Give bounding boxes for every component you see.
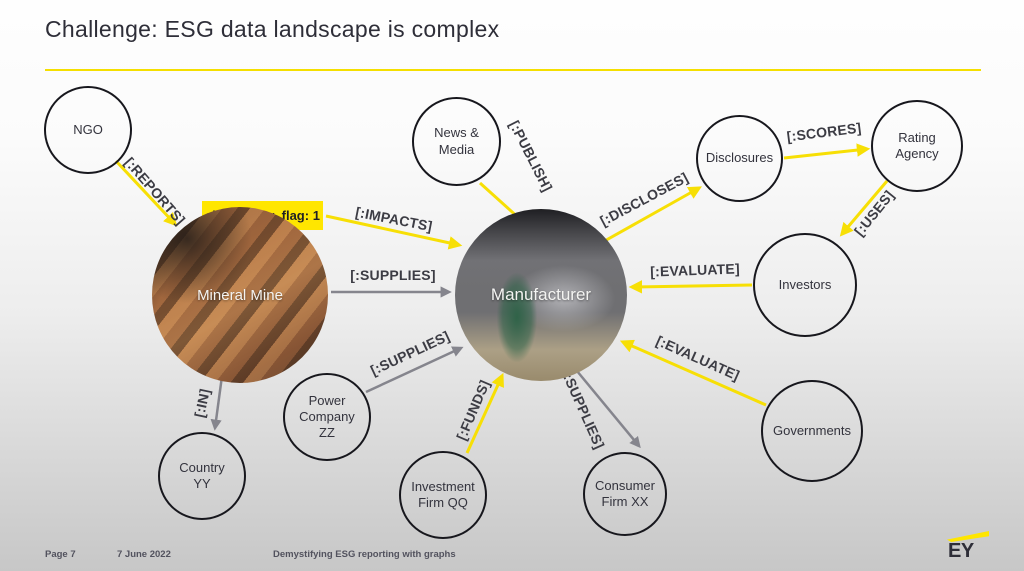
- node-label-manufacturer: Manufacturer: [490, 285, 592, 304]
- footer-page-number: Page 7: [45, 549, 76, 560]
- node-investment-firm: Investment Firm QQ: [399, 451, 487, 539]
- edge-funds-line: [465, 372, 504, 454]
- edge-supplies-consumer-line: [576, 370, 641, 449]
- node-ngo: NGO: [44, 86, 132, 174]
- node-label-rating-agency: Rating Agency: [895, 129, 939, 161]
- ey-logo: EY: [946, 529, 990, 565]
- node-label-news-media: News & Media: [434, 125, 479, 157]
- edge-supplies-power-line: [365, 346, 464, 394]
- edge-discloses-line: [600, 186, 702, 245]
- edge-impacts-line: [325, 214, 463, 250]
- edge-evaluate-governments-line: [619, 339, 767, 407]
- node-label-mineral-mine: Mineral Mine: [197, 286, 283, 304]
- node-power-company: Power Company ZZ: [283, 373, 371, 461]
- node-governments: Governments: [761, 380, 863, 482]
- node-label-power-company: Power Company ZZ: [299, 392, 355, 441]
- node-label-governments: Governments: [772, 422, 852, 438]
- edge-uses-line: [839, 180, 889, 237]
- node-rating-agency: Rating Agency: [871, 100, 963, 192]
- node-country-yy: Country YY: [158, 432, 246, 520]
- node-label-disclosures: Disclosures: [705, 150, 774, 166]
- edge-reports-line: [114, 159, 178, 227]
- node-mineral-mine: Mineral Mine: [152, 207, 328, 383]
- edge-evaluate-investors-line: [628, 280, 753, 294]
- edge-label-supplies-mine: [:SUPPLIES]: [350, 267, 436, 283]
- node-investors: Investors: [753, 233, 857, 337]
- node-label-ngo: NGO: [73, 121, 103, 137]
- edge-scores-line: [783, 143, 871, 160]
- footer-deck-title: Demystifying ESG reporting with graphs: [273, 549, 456, 560]
- node-consumer-firm: Consumer Firm XX: [583, 452, 667, 536]
- slide-title: Challenge: ESG data landscape is complex: [45, 16, 500, 42]
- footer-date: 7 June 2022: [117, 549, 171, 560]
- edge-in-line: [210, 375, 224, 431]
- node-label-investment-firm: Investment Firm QQ: [411, 478, 475, 510]
- title-divider: [45, 69, 981, 71]
- node-label-investors: Investors: [778, 276, 832, 292]
- ey-logo-beam-icon: [947, 531, 989, 542]
- node-disclosures: Disclosures: [696, 115, 783, 202]
- edge-label-evaluate-investors: [:EVALUATE]: [649, 260, 741, 280]
- node-label-consumer-firm: Consumer Firm XX: [595, 477, 655, 509]
- node-label-country-yy: Country YY: [179, 459, 225, 491]
- node-news-media: News & Media: [412, 97, 501, 186]
- node-manufacturer: Manufacturer: [455, 209, 627, 381]
- ey-logo-text: EY: [948, 540, 974, 562]
